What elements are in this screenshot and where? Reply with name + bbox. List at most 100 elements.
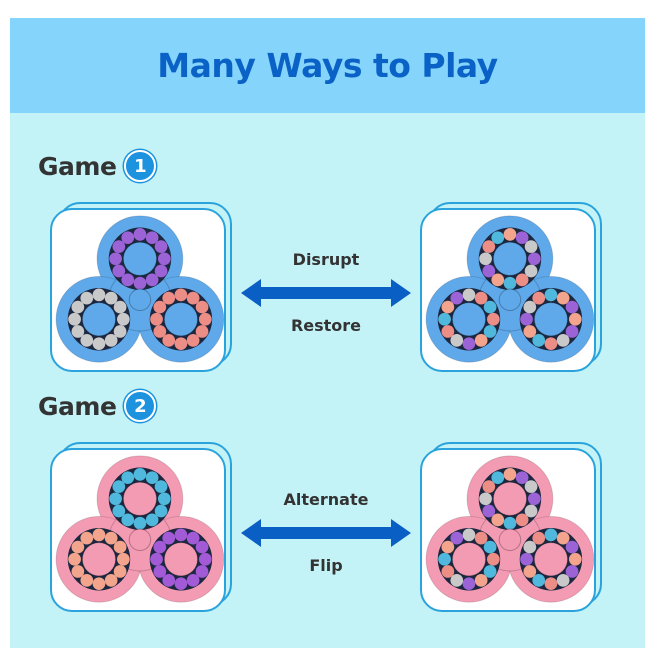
ball [121, 231, 135, 244]
ball [121, 471, 135, 484]
ball [450, 531, 464, 545]
ball [109, 492, 122, 506]
ball [104, 574, 118, 587]
ball [441, 325, 455, 338]
game-label-text: Game [38, 151, 117, 181]
ball [503, 468, 517, 481]
ball [524, 240, 538, 253]
game-number-badge: 2 [124, 390, 157, 422]
ball [523, 300, 537, 314]
ball [483, 325, 497, 338]
ball [515, 231, 529, 244]
ball [195, 540, 209, 554]
ball [113, 540, 127, 554]
ball [544, 528, 558, 542]
ball [482, 480, 496, 493]
ball [556, 531, 570, 545]
ball [117, 552, 130, 566]
ball [483, 540, 497, 554]
action-top-label: Disrupt [292, 250, 360, 269]
ball [483, 300, 497, 314]
ball [441, 540, 455, 554]
ball [145, 273, 159, 287]
ball [112, 264, 126, 278]
ball [112, 504, 126, 518]
action-bottom-label: Restore [290, 316, 362, 335]
ball [92, 337, 106, 350]
ball [198, 312, 212, 326]
ball [92, 528, 106, 542]
ball [104, 334, 118, 347]
ball [68, 312, 81, 326]
ball [113, 325, 127, 338]
ball [150, 312, 163, 326]
ball [544, 288, 558, 302]
ball [523, 540, 537, 554]
ball [532, 334, 546, 347]
ball [532, 531, 546, 545]
ball [80, 574, 94, 587]
ball [154, 264, 168, 278]
ball [154, 240, 168, 253]
page-title: Many Ways to Play [157, 46, 498, 85]
ball [528, 492, 541, 506]
ball [154, 504, 168, 518]
ball [92, 577, 106, 590]
ball [153, 325, 167, 338]
ball [474, 334, 488, 347]
ball [112, 240, 126, 253]
ball [568, 552, 582, 566]
ball [491, 273, 505, 287]
ball [104, 291, 118, 305]
ball [565, 325, 579, 338]
ball [145, 231, 159, 244]
ball [515, 273, 529, 287]
ball [162, 334, 176, 347]
ball [528, 252, 541, 266]
game-1-exchange: Disrupt Restore [241, 248, 411, 338]
ball [162, 574, 176, 587]
ball [113, 300, 127, 314]
ball [145, 513, 159, 527]
ball [450, 291, 464, 305]
ball [524, 264, 538, 278]
ball [565, 300, 579, 314]
ball [523, 565, 537, 578]
ball [133, 276, 147, 290]
ball [556, 334, 570, 347]
ball [174, 337, 188, 350]
action-top-label: Alternate [283, 490, 369, 509]
ball [515, 471, 529, 484]
ball [133, 516, 147, 530]
ball [121, 513, 135, 527]
ball [154, 480, 168, 493]
game-label-text: Game [38, 391, 117, 421]
ball [186, 291, 200, 305]
ball [556, 291, 570, 305]
game-2-before-card [50, 442, 232, 612]
ball [544, 337, 558, 350]
ball [162, 291, 176, 305]
ball [71, 300, 85, 314]
ball [438, 552, 451, 566]
ball [503, 228, 517, 241]
ball [195, 325, 209, 338]
ball [482, 504, 496, 518]
ball [174, 528, 188, 542]
ball [523, 325, 537, 338]
game-1-after-card [420, 202, 602, 372]
ball [482, 240, 496, 253]
ball [145, 471, 159, 484]
ball [479, 252, 492, 266]
spinner-toy-image [55, 215, 224, 363]
ball [450, 334, 464, 347]
ball [71, 565, 85, 578]
ball [491, 513, 505, 527]
ball [80, 531, 94, 545]
ball [71, 325, 85, 338]
ball [462, 577, 476, 590]
ball [158, 492, 171, 506]
ball [462, 528, 476, 542]
ball [174, 577, 188, 590]
ball [462, 337, 476, 350]
